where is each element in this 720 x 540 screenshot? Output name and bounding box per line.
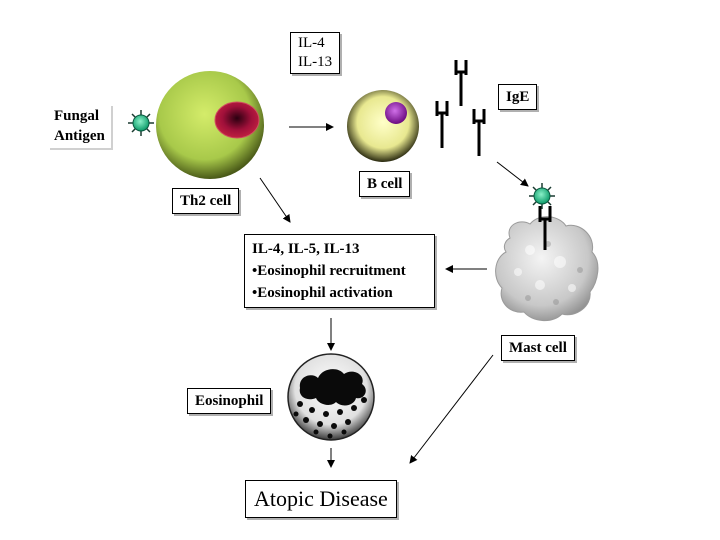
bound-ige-icon: [538, 206, 552, 250]
arrow-th2-to-cytokines: [259, 177, 291, 223]
ige-label: IgE: [498, 84, 538, 110]
mast-cell-icon: [495, 216, 599, 321]
eosinophil-label-text: Eosinophil: [195, 393, 264, 409]
arrow-ige-to-mastcell: [496, 161, 529, 187]
effects-box: IL-4, IL-5, IL-13 •Eosinophil recruitmen…: [244, 234, 435, 308]
effects-activation: •Eosinophil activation: [252, 285, 393, 301]
ige-antibody-icon: [454, 60, 468, 106]
effects-recruitment: •Eosinophil recruitment: [252, 263, 406, 279]
cytokines-top-label: IL-4 IL-13: [290, 32, 341, 74]
th2-cell-icon: [156, 71, 264, 179]
mast-cell-label: Mast cell: [501, 335, 575, 361]
atopic-disease-label-text: Atopic Disease: [254, 486, 388, 511]
eosinophil-label: Eosinophil: [187, 388, 272, 414]
bound-antigen-icon: [529, 183, 555, 209]
th2-cell-label-text: Th2 cell: [180, 193, 232, 209]
ige-label-text: IgE: [506, 89, 530, 105]
b-cell-label: B cell: [359, 171, 411, 197]
b-cell-icon: [347, 90, 419, 162]
th2-cell-label: Th2 cell: [172, 188, 240, 214]
ige-antibody-icon: [472, 109, 486, 156]
fungal-antigen-label-line1: Fungal: [54, 108, 100, 124]
fungal-antigen-icon: [128, 110, 154, 136]
fungal-antigen-label: Fungal Antigen: [48, 104, 111, 148]
ige-antibody-icon: [435, 101, 449, 148]
cytokine-il4: IL-4: [298, 35, 325, 51]
atopic-disease-label: Atopic Disease: [245, 480, 397, 518]
mast-cell-label-text: Mast cell: [509, 340, 567, 356]
arrows: [259, 123, 529, 468]
cytokine-il13: IL-13: [298, 54, 333, 70]
effects-cytokines: IL-4, IL-5, IL-13: [252, 241, 360, 257]
fungal-antigen-label-line2: Antigen: [54, 128, 105, 144]
ige-antibody-icons: [435, 60, 486, 156]
b-cell-label-text: B cell: [367, 176, 403, 192]
eosinophil-icon: [287, 353, 375, 441]
arrow-mastcell-to-disease: [409, 354, 494, 464]
